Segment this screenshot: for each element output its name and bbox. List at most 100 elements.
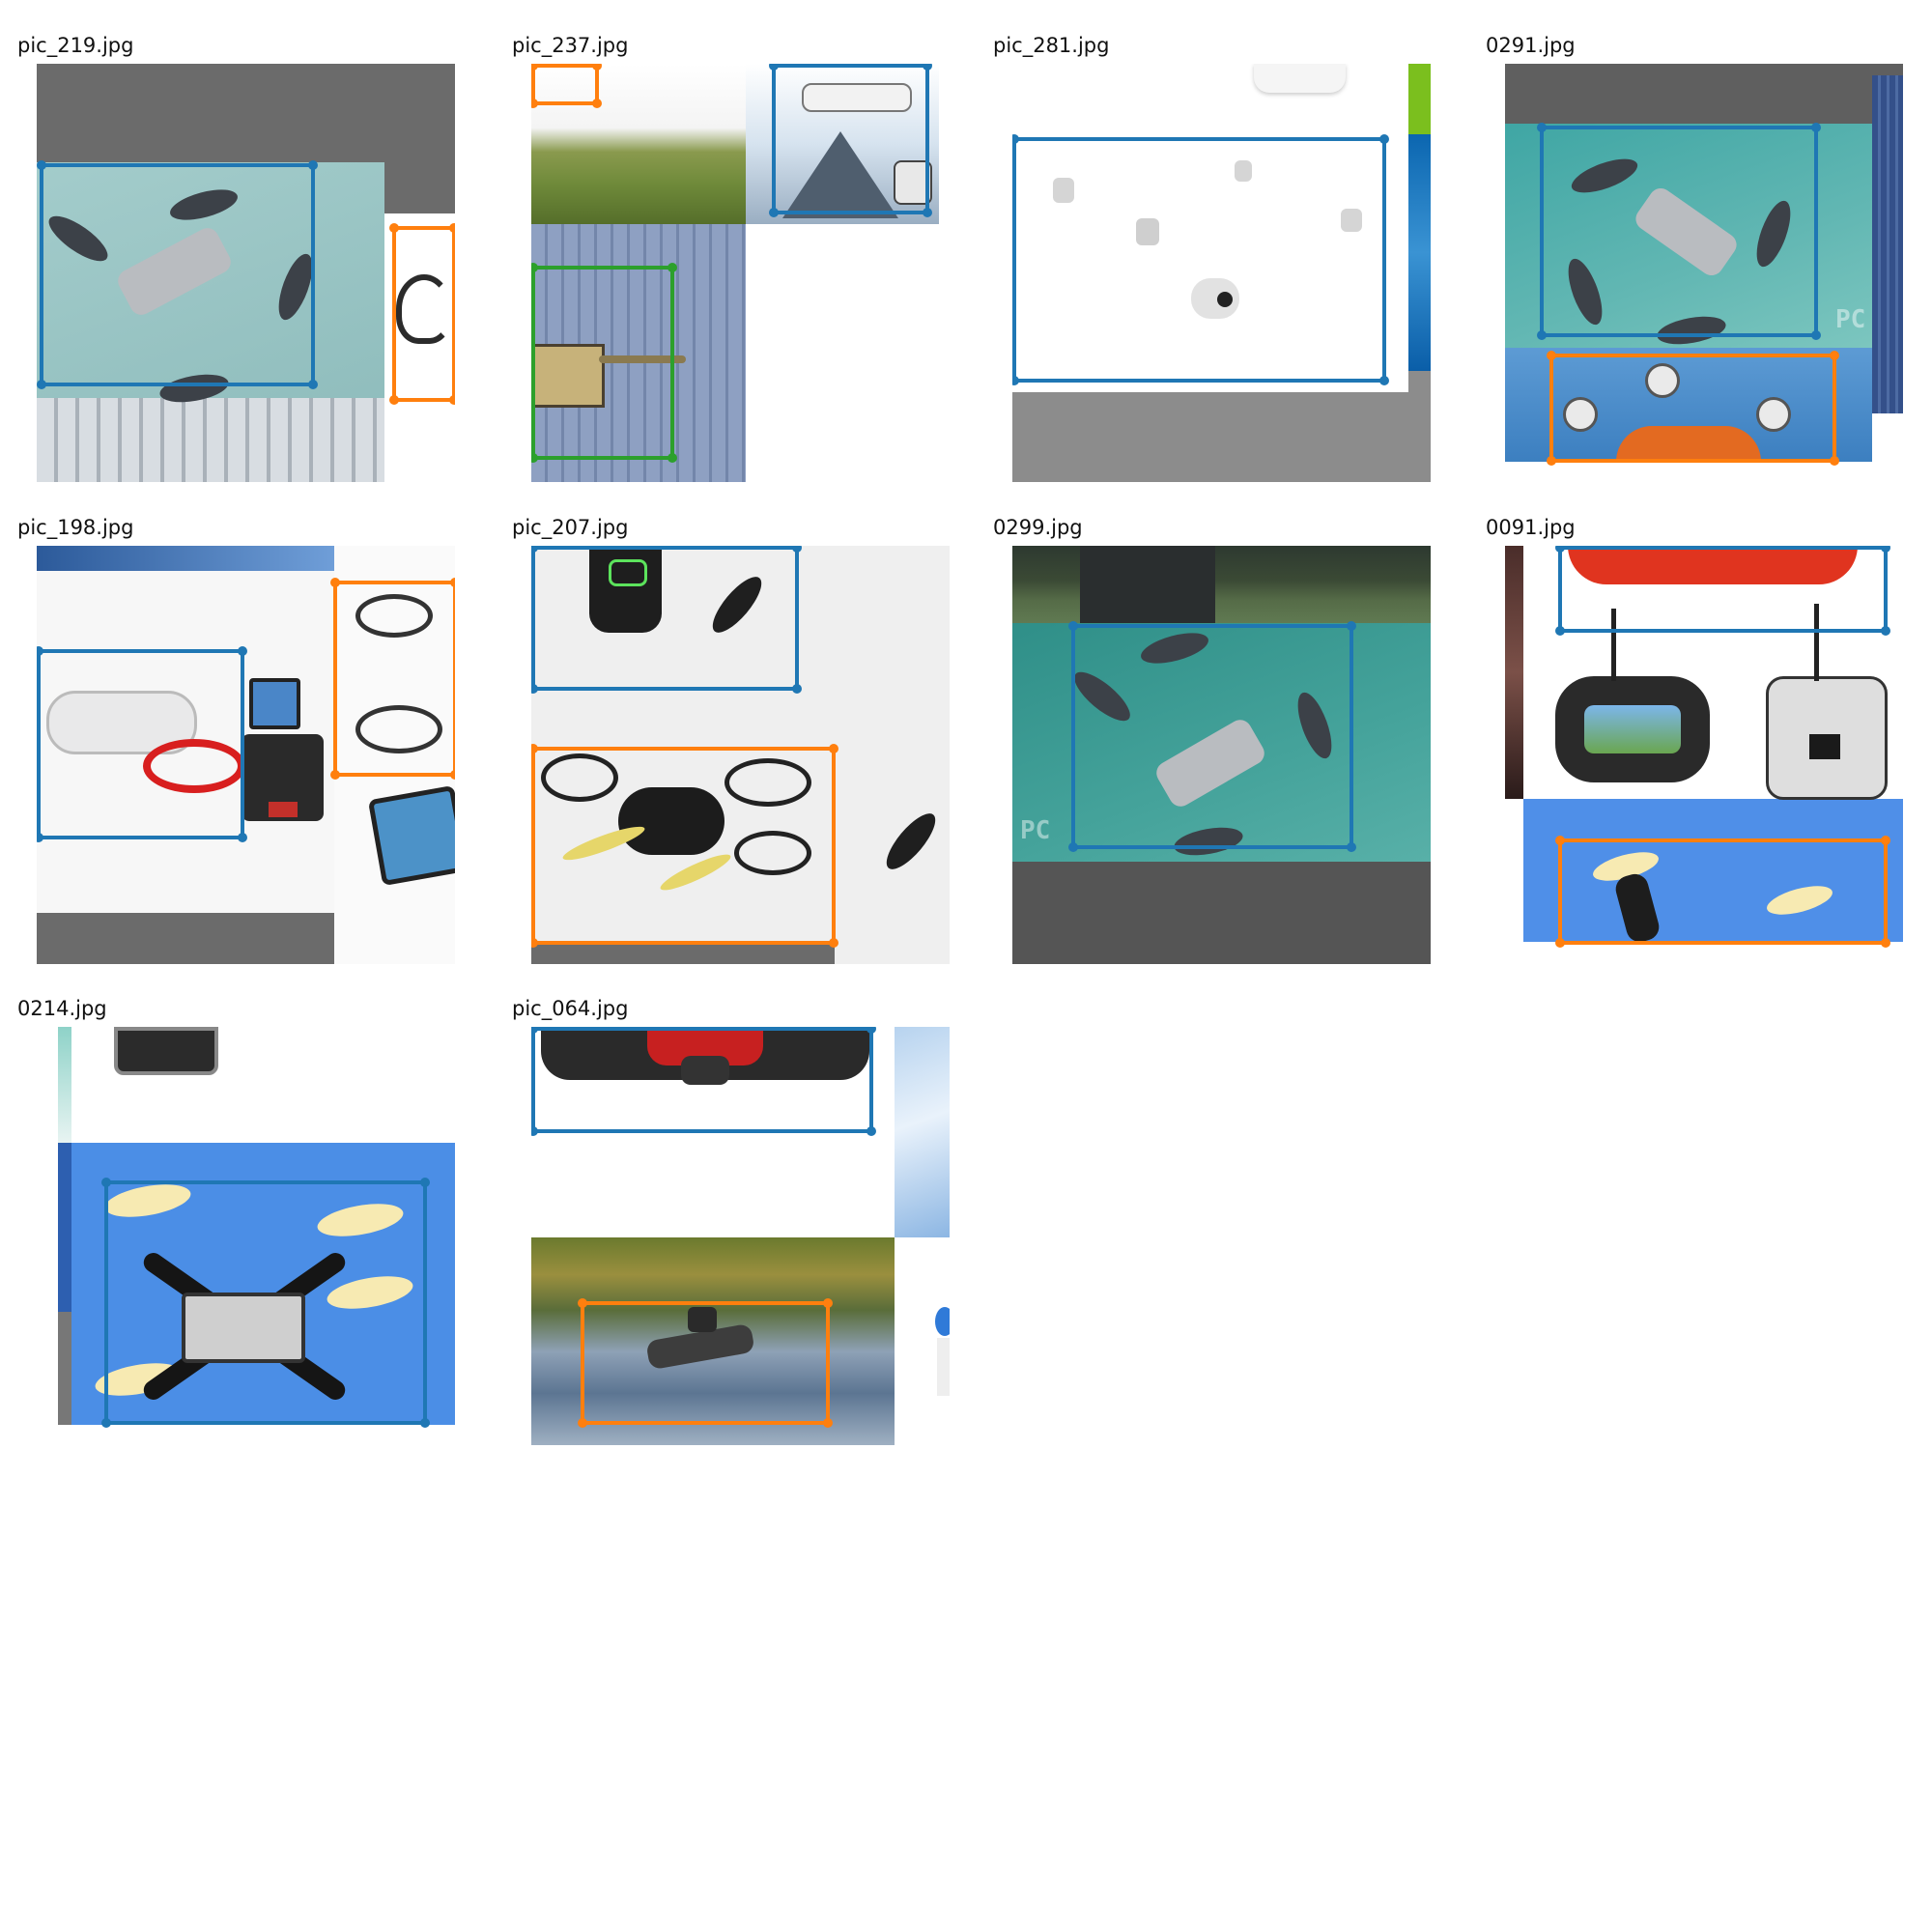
box-corner-handle[interactable] bbox=[1012, 134, 1019, 144]
bounding-box[interactable] bbox=[531, 263, 677, 463]
box-corner-handle[interactable] bbox=[1881, 836, 1890, 845]
box-corner-handle[interactable] bbox=[668, 263, 677, 272]
box-corner-handle[interactable] bbox=[578, 1418, 587, 1428]
box-corner-handle[interactable] bbox=[450, 770, 455, 780]
box-corner-handle[interactable] bbox=[1379, 134, 1389, 144]
bounding-box[interactable] bbox=[389, 223, 455, 405]
bounding-box[interactable] bbox=[1555, 836, 1890, 948]
box-corner-handle[interactable] bbox=[1555, 626, 1565, 636]
box-corner-handle[interactable] bbox=[1068, 621, 1078, 631]
box-corner-handle[interactable] bbox=[578, 1298, 587, 1308]
bounding-box[interactable] bbox=[769, 64, 932, 217]
bounding-box[interactable] bbox=[531, 1027, 876, 1136]
box-corner-handle[interactable] bbox=[330, 578, 340, 587]
box-corner-handle[interactable] bbox=[792, 546, 802, 553]
bounding-box[interactable] bbox=[37, 646, 247, 842]
box-corner-handle[interactable] bbox=[531, 64, 538, 71]
box-corner-handle[interactable] bbox=[531, 1126, 538, 1136]
box-corner-handle[interactable] bbox=[420, 1418, 430, 1428]
box-corner-handle[interactable] bbox=[867, 1027, 876, 1034]
box-corner-handle[interactable] bbox=[1537, 330, 1547, 340]
bounding-box[interactable] bbox=[531, 546, 802, 694]
bounding-box[interactable] bbox=[330, 578, 455, 780]
box-corner-handle[interactable] bbox=[923, 208, 932, 217]
box-corner-handle[interactable] bbox=[101, 1418, 111, 1428]
box-corner-handle[interactable] bbox=[1555, 546, 1565, 553]
monitor-shape bbox=[114, 1027, 218, 1075]
phone-shape bbox=[367, 784, 455, 887]
box-corner-handle[interactable] bbox=[37, 160, 46, 170]
box-corner-handle[interactable] bbox=[531, 263, 538, 272]
box-corner-handle[interactable] bbox=[1347, 842, 1356, 852]
box-corner-handle[interactable] bbox=[531, 99, 538, 108]
box-corner-handle[interactable] bbox=[238, 833, 247, 842]
box-corner-handle[interactable] bbox=[37, 833, 43, 842]
box-corner-handle[interactable] bbox=[1547, 456, 1556, 466]
box-corner-handle[interactable] bbox=[531, 684, 538, 694]
box-corner-handle[interactable] bbox=[449, 395, 455, 405]
box-corner-handle[interactable] bbox=[37, 380, 46, 389]
box-corner-handle[interactable] bbox=[867, 1126, 876, 1136]
white-tile bbox=[746, 224, 950, 482]
box-corner-handle[interactable] bbox=[769, 208, 779, 217]
box-corner-handle[interactable] bbox=[1881, 626, 1890, 636]
bounding-box[interactable] bbox=[578, 1298, 833, 1428]
bounding-box[interactable] bbox=[531, 744, 838, 948]
watermark-logo: PC bbox=[1020, 816, 1051, 845]
box-corner-handle[interactable] bbox=[531, 546, 538, 553]
box-corner-handle[interactable] bbox=[769, 64, 779, 71]
box-corner-handle[interactable] bbox=[792, 684, 802, 694]
box-corner-handle[interactable] bbox=[1881, 546, 1890, 553]
propeller bbox=[599, 355, 686, 363]
box-corner-handle[interactable] bbox=[923, 64, 932, 71]
box-corner-handle[interactable] bbox=[330, 770, 340, 780]
box-corner-handle[interactable] bbox=[308, 160, 318, 170]
box-corner-handle[interactable] bbox=[37, 646, 43, 656]
box-corner-handle[interactable] bbox=[1379, 376, 1389, 385]
box-corner-handle[interactable] bbox=[531, 938, 538, 948]
box-corner-handle[interactable] bbox=[1830, 456, 1839, 466]
box-corner-handle[interactable] bbox=[531, 453, 538, 463]
bounding-box[interactable] bbox=[101, 1178, 430, 1428]
box-corner-handle[interactable] bbox=[668, 453, 677, 463]
box-corner-handle[interactable] bbox=[238, 646, 247, 656]
box-corner-handle[interactable] bbox=[829, 938, 838, 948]
box-corner-handle[interactable] bbox=[1830, 351, 1839, 360]
bounding-box[interactable] bbox=[531, 64, 602, 108]
box-corner-handle[interactable] bbox=[823, 1298, 833, 1308]
drone-motor bbox=[1563, 397, 1598, 432]
box-corner-handle[interactable] bbox=[1811, 123, 1821, 132]
gray-tile bbox=[1012, 392, 1431, 482]
box-corner-handle[interactable] bbox=[1555, 836, 1565, 845]
bounding-box[interactable] bbox=[1547, 351, 1839, 466]
bounding-box[interactable] bbox=[1068, 621, 1356, 852]
box-corner-handle[interactable] bbox=[592, 64, 602, 71]
box-corner-handle[interactable] bbox=[450, 578, 455, 587]
box-corner-handle[interactable] bbox=[1537, 123, 1547, 132]
box-corner-handle[interactable] bbox=[531, 1027, 538, 1034]
box-corner-handle[interactable] bbox=[829, 744, 838, 753]
box-corner-handle[interactable] bbox=[449, 223, 455, 233]
box-corner-handle[interactable] bbox=[420, 1178, 430, 1187]
box-corner-handle[interactable] bbox=[1347, 621, 1356, 631]
box-corner-handle[interactable] bbox=[1555, 938, 1565, 948]
box-corner-handle[interactable] bbox=[592, 99, 602, 108]
box-corner-handle[interactable] bbox=[1881, 938, 1890, 948]
mosaic-image bbox=[1505, 546, 1923, 964]
bounding-box[interactable] bbox=[1555, 546, 1890, 636]
box-corner-handle[interactable] bbox=[1547, 351, 1556, 360]
box-corner-handle[interactable] bbox=[1012, 376, 1019, 385]
bounding-box[interactable] bbox=[1012, 134, 1389, 385]
bounding-box[interactable] bbox=[1537, 123, 1821, 340]
box-corner-handle[interactable] bbox=[1811, 330, 1821, 340]
box-corner-handle[interactable] bbox=[389, 223, 399, 233]
box-corner-handle[interactable] bbox=[101, 1178, 111, 1187]
box-corner-handle[interactable] bbox=[531, 744, 538, 753]
drone-camera bbox=[688, 1307, 717, 1332]
box-corner-handle[interactable] bbox=[389, 395, 399, 405]
box-corner-handle[interactable] bbox=[823, 1418, 833, 1428]
box-corner-handle[interactable] bbox=[308, 380, 318, 389]
gray-tile bbox=[1505, 64, 1903, 124]
bounding-box[interactable] bbox=[37, 160, 318, 389]
box-corner-handle[interactable] bbox=[1068, 842, 1078, 852]
